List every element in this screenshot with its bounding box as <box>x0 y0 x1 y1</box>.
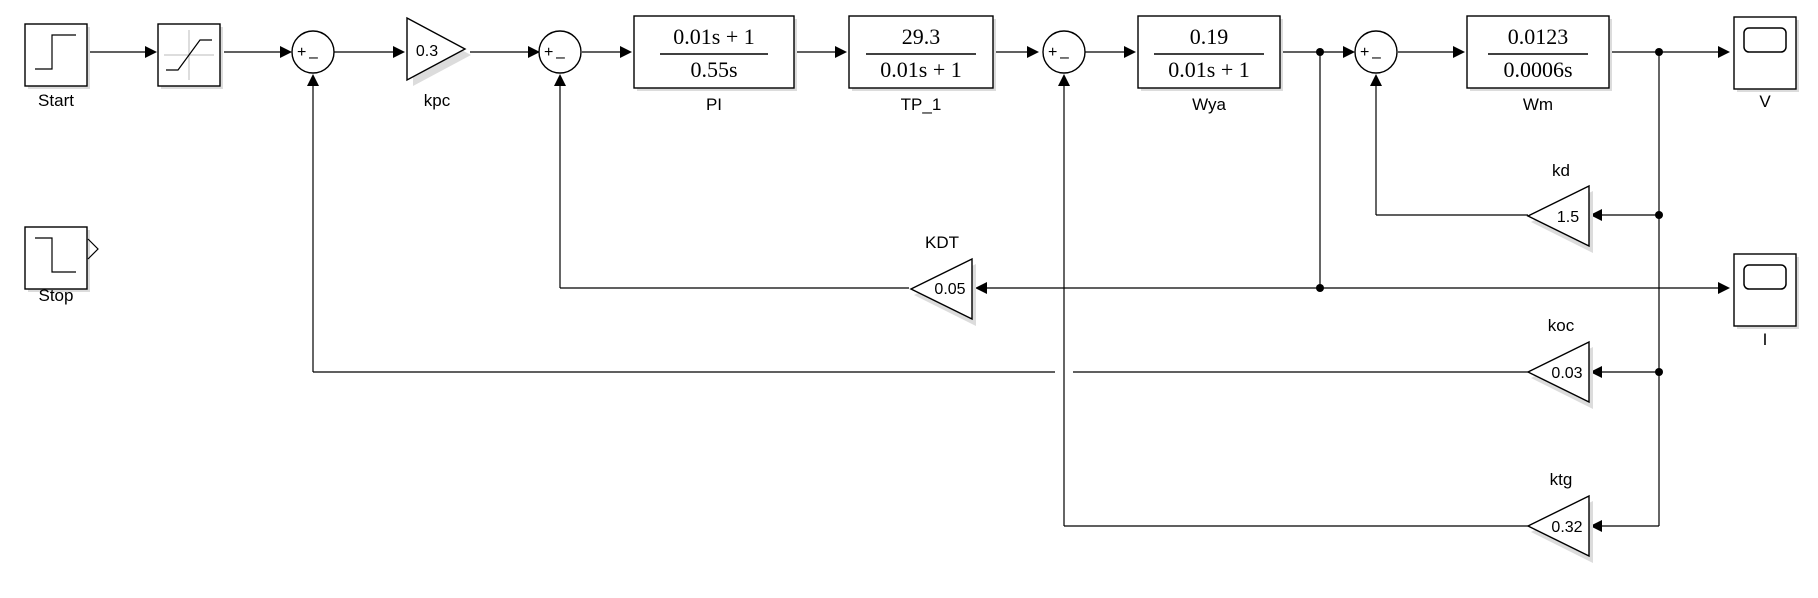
wm-denominator: 0.0006s <box>1503 57 1572 82</box>
sum3-minus: – <box>1060 49 1069 66</box>
scope-v-label: V <box>1759 92 1771 111</box>
wm-transfer-fn-block[interactable]: 0.0123 0.0006s Wm <box>1466 15 1612 114</box>
stop-label: Stop <box>39 286 74 305</box>
tp1-numerator: 29.3 <box>902 24 941 49</box>
ktg-gain-block[interactable]: 0.32 ktg <box>1526 470 1593 563</box>
koc-gain-block[interactable]: 0.03 koc <box>1526 316 1593 409</box>
kdt-value: 0.05 <box>934 281 965 298</box>
sum4-minus: – <box>1372 49 1381 66</box>
junction-dots <box>1316 48 1663 376</box>
koc-value: 0.03 <box>1551 365 1582 382</box>
pi-denominator: 0.55s <box>690 57 737 82</box>
sum2-plus: + <box>544 44 553 61</box>
kpc-value: 0.3 <box>416 43 438 60</box>
kpc-label: kpc <box>424 91 451 110</box>
ktg-value: 0.32 <box>1551 519 1582 536</box>
tp1-transfer-fn-block[interactable]: 29.3 0.01s + 1 TP_1 <box>848 15 996 114</box>
sum4-block[interactable]: + – <box>1354 30 1398 74</box>
start-label: Start <box>38 91 74 110</box>
scope-v-screen-icon <box>1743 27 1787 53</box>
kpc-gain-block[interactable]: 0.3 kpc <box>406 16 471 110</box>
wm-numerator: 0.0123 <box>1508 24 1569 49</box>
wm-label: Wm <box>1523 95 1553 114</box>
kdt-label: KDT <box>925 233 959 252</box>
sum2-minus: – <box>556 49 565 66</box>
sum1-block[interactable]: + – <box>291 30 335 74</box>
sum3-block[interactable]: + – <box>1042 30 1086 74</box>
pi-numerator: 0.01s + 1 <box>673 24 754 49</box>
wya-numerator: 0.19 <box>1190 24 1229 49</box>
kd-value: 1.5 <box>1557 209 1579 226</box>
kdt-gain-block[interactable]: 0.05 KDT <box>909 233 976 326</box>
saturation-block[interactable] <box>157 23 223 89</box>
sum1-plus: + <box>297 44 306 61</box>
scope-v-block[interactable]: V <box>1733 16 1799 111</box>
signal-wires <box>88 46 1730 532</box>
scope-i-block[interactable]: I <box>1733 253 1799 349</box>
scope-i-label: I <box>1763 330 1768 349</box>
wya-transfer-fn-block[interactable]: 0.19 0.01s + 1 Wya <box>1137 15 1283 114</box>
wya-label: Wya <box>1192 95 1226 114</box>
scope-i-screen-icon <box>1743 264 1787 290</box>
wya-denominator: 0.01s + 1 <box>1168 57 1249 82</box>
sum1-minus: – <box>309 49 318 66</box>
sum2-block[interactable]: + – <box>538 30 582 74</box>
ktg-label: ktg <box>1550 470 1573 489</box>
kd-label: kd <box>1552 161 1570 180</box>
stop-step-block[interactable]: Stop <box>24 226 99 305</box>
sum4-plus: + <box>1360 44 1369 61</box>
pi-label: PI <box>706 95 722 114</box>
tp1-label: TP_1 <box>901 95 942 114</box>
tp1-denominator: 0.01s + 1 <box>880 57 961 82</box>
kd-gain-block[interactable]: 1.5 kd <box>1526 161 1593 253</box>
koc-label: koc <box>1548 316 1575 335</box>
sum3-plus: + <box>1048 44 1057 61</box>
start-step-block[interactable]: Start <box>24 23 90 110</box>
pi-transfer-fn-block[interactable]: 0.01s + 1 0.55s PI <box>633 15 797 114</box>
